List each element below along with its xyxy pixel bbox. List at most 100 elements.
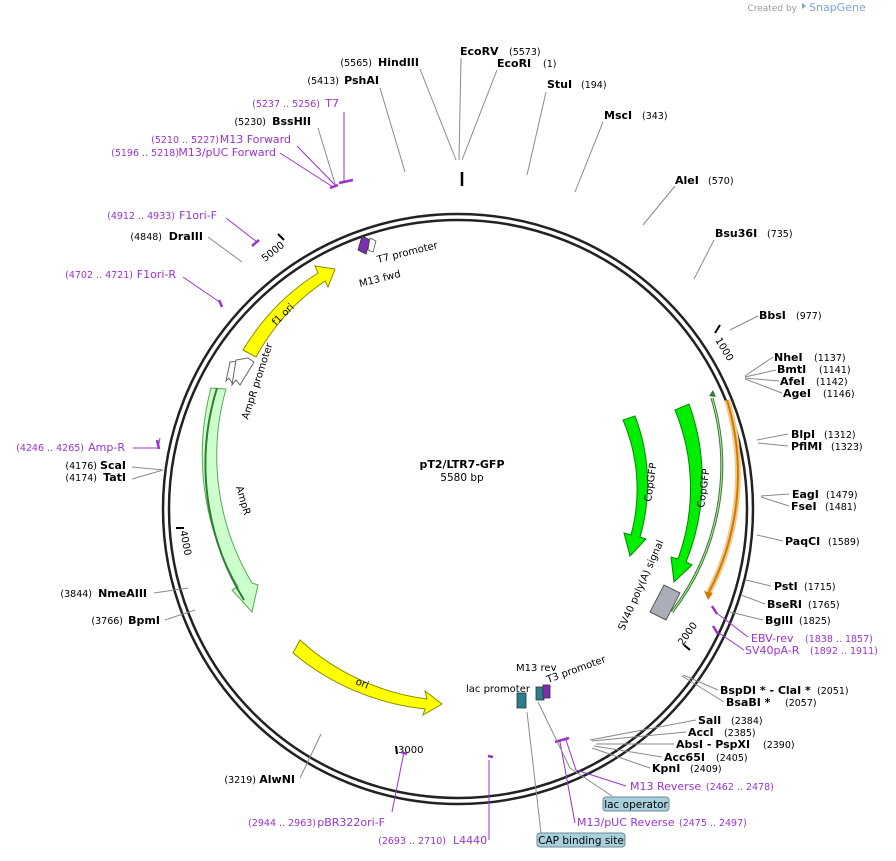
site-pos-pshai: (5413) (307, 76, 339, 87)
ring-tick-2000 (683, 644, 691, 651)
primer-name-amp-r[interactable]: Amp-R (88, 441, 125, 454)
site-name-absi[interactable]: AbsI - PspXI (676, 738, 750, 751)
primer-name-m13-puc-forward[interactable]: M13/pUC Forward (178, 146, 276, 159)
site-pos-alei: (570) (708, 176, 734, 187)
lead-bmti (744, 369, 777, 378)
site-name-pflmi[interactable]: PflMI (791, 440, 822, 453)
primer-name-t7[interactable]: T7 (324, 97, 339, 110)
site-name-psti[interactable]: PstI (774, 580, 798, 593)
feature-copgfp-inner[interactable] (622, 415, 649, 558)
feature-label-copgfp-2: CopGFP (696, 468, 712, 508)
primer-name-ebv-rev[interactable]: EBV-rev (751, 632, 794, 645)
site-name-bseri[interactable]: BseRI (767, 598, 802, 611)
primer-pos-m13-forward: (5210 .. 5227) (151, 135, 219, 146)
feature-f1-ori[interactable] (242, 265, 336, 358)
site-name-kpni[interactable]: KpnI (652, 762, 680, 775)
lead-stui (526, 91, 547, 176)
site-name-alei[interactable]: AleI (675, 174, 699, 187)
site-name-acc65i[interactable]: Acc65I (664, 751, 705, 764)
site-name-msci[interactable]: MscI (604, 109, 632, 122)
primer-mark-pbr322ori-f (400, 750, 408, 756)
site-pos-bsabi: (2057) (785, 698, 817, 709)
site-name-fsei[interactable]: FseI (791, 500, 817, 513)
site-name-acci[interactable]: AccI (688, 726, 714, 739)
site-name-ecori[interactable]: EcoRI (497, 57, 531, 70)
site-name-stui[interactable]: StuI (547, 78, 572, 91)
lead-pflmi (757, 442, 789, 447)
lac-promoter-feature[interactable] (516, 692, 527, 709)
lead-bsabi (681, 675, 725, 703)
site-name-pshai[interactable]: PshAI (344, 74, 379, 87)
site-name-bspdi[interactable]: BspDI * - ClaI * (720, 684, 811, 697)
primer-pos-m13-reverse: (2462 .. 2478) (706, 782, 774, 793)
feature-ampr[interactable] (201, 387, 259, 614)
cap-binding-site-box[interactable]: CAP binding site (536, 832, 626, 848)
feature-ori[interactable] (292, 639, 443, 717)
primer-name-sv40pa-r[interactable]: SV40pA-R (745, 644, 800, 657)
site-name-alwni[interactable]: AlwNI (259, 773, 295, 786)
lead-psti (745, 579, 772, 587)
site-name-nmeaiii[interactable]: NmeAIII (98, 587, 147, 600)
lac-operator-label: lac operator (604, 799, 668, 811)
site-name-paqci[interactable]: PaqCI (785, 535, 820, 548)
primer-name-f1ori-r[interactable]: F1ori-R (137, 268, 177, 281)
primer-name-m13-puc-reverse[interactable]: M13/pUC Reverse (577, 816, 675, 829)
m13-fwd-label: M13 fwd (358, 269, 402, 290)
feature-sv40-polya[interactable] (649, 584, 681, 621)
site-name-besshii[interactable]: BssHII (272, 115, 311, 128)
t7-promoter-feature[interactable] (357, 235, 371, 255)
primer-pos-f1ori-f: (4912 .. 4933) (107, 211, 175, 222)
feature-copgfp-outer[interactable] (670, 403, 703, 584)
site-name-draiii[interactable]: DraIII (169, 230, 203, 243)
primer-pos-m13-puc-forward: (5196 .. 5218) (111, 148, 179, 159)
plead-f1ori-r (182, 276, 222, 304)
site-name-sali[interactable]: SalI (698, 714, 721, 727)
site-name-tati[interactable]: TatI (103, 471, 126, 484)
primer-mark-f1ori-r (217, 299, 224, 308)
primer-name-pbr322ori-f[interactable]: pBR322ori-F (317, 816, 385, 829)
site-pos-absi: (2390) (763, 740, 795, 751)
plead-f1ori-f (225, 217, 258, 243)
site-name-bbsi[interactable]: BbsI (759, 309, 786, 322)
site-name-hindiii[interactable]: HindIII (378, 56, 419, 69)
ring-label-5000: 5000 (260, 240, 287, 264)
site-name-scai[interactable]: ScaI (100, 459, 126, 472)
primer-pos-ebv-rev: (1838 .. 1857) (805, 634, 873, 645)
site-name-bsu36i[interactable]: Bsu36I (715, 227, 757, 240)
primer-name-f1ori-f[interactable]: F1ori-F (179, 209, 217, 222)
primer-name-m13-reverse[interactable]: M13 Reverse (630, 780, 701, 793)
site-pos-sali: (2384) (731, 716, 763, 727)
site-pos-agei: (1146) (823, 389, 855, 400)
feature-green-track-arrow (709, 390, 716, 397)
site-name-bmti[interactable]: BmtI (777, 363, 806, 376)
ring-label-2000: 2000 (676, 621, 700, 648)
feature-label-sv40-polya: SV40 poly(A) signal (617, 539, 667, 633)
primer-pos-amp-r: (4246 .. 4265) (16, 443, 84, 454)
plasmid-name: pT2/LTR7-GFP (419, 458, 504, 471)
primer-name-m13-forward[interactable]: M13 Forward (220, 133, 291, 146)
site-name-bpmi[interactable]: BpmI (128, 614, 160, 627)
lead-blpi (756, 433, 789, 441)
feature-ampr-inner-line (204, 387, 245, 601)
site-name-afei[interactable]: AfeI (780, 375, 805, 388)
site-name-blpi[interactable]: BlpI (791, 428, 815, 441)
m13-rev-feature[interactable] (542, 684, 551, 699)
site-pos-bseri: (1765) (808, 600, 840, 611)
lead-bglii (729, 611, 764, 621)
primer-leader-lines (133, 112, 749, 840)
site-name-agei[interactable]: AgeI (783, 387, 811, 400)
lead-scai (131, 469, 164, 480)
lead-lac-operator-b (569, 767, 613, 797)
site-pos-nmeaiii: (3844) (60, 589, 92, 600)
site-name-eagi[interactable]: EagI (792, 488, 819, 501)
m13-fwd-feature[interactable] (367, 237, 377, 253)
site-pos-msci: (343) (642, 111, 668, 122)
lead-paqci (756, 534, 784, 542)
lac-operator-box[interactable]: lac operator (602, 796, 670, 812)
site-name-bglii[interactable]: BglII (765, 614, 793, 627)
site-name-bsabi[interactable]: BsaBI * (726, 696, 771, 709)
primer-name-l4440[interactable]: L4440 (453, 834, 487, 847)
site-name-nhei[interactable]: NheI (774, 351, 803, 364)
site-name-ecorv[interactable]: EcoRV (460, 45, 499, 58)
